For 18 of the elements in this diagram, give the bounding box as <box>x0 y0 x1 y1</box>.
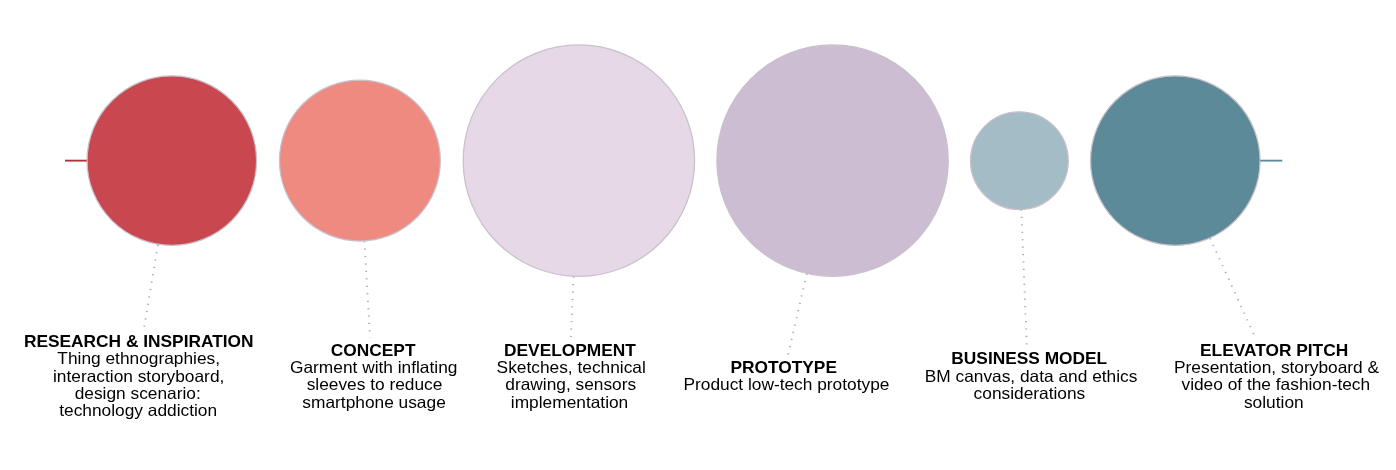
node-text: ELEVATOR PITCH Presentation, storyboard & video of the fashion-tech solution <box>1174 339 1380 412</box>
connector <box>64 159 88 162</box>
node-circle <box>969 110 1069 210</box>
node-text: DEVELOPMENT Sketches, technical drawing, sensors implementation <box>496 339 646 412</box>
node-text: RESEARCH & INSPIRATION Thing ethnographies, interaction storyboard, design scenario: technology addiction <box>23 330 254 420</box>
node-circle <box>1089 74 1261 246</box>
node-circle <box>86 74 258 246</box>
connector <box>787 272 808 356</box>
connector <box>1259 159 1284 162</box>
node-circle <box>462 43 696 277</box>
connector <box>142 243 159 330</box>
node-text: PROTOTYPE Product low-tech prototype <box>683 356 890 394</box>
node-circle <box>716 43 949 277</box>
node-circle <box>278 79 441 242</box>
node-text: BUSINESS MODEL BM canvas, data and ethics considerations <box>924 347 1138 403</box>
connector <box>1020 208 1028 347</box>
connector <box>569 275 575 339</box>
node-text: CONCEPT Garment with inflating sleeves to reduce smartphone usage <box>289 339 458 412</box>
